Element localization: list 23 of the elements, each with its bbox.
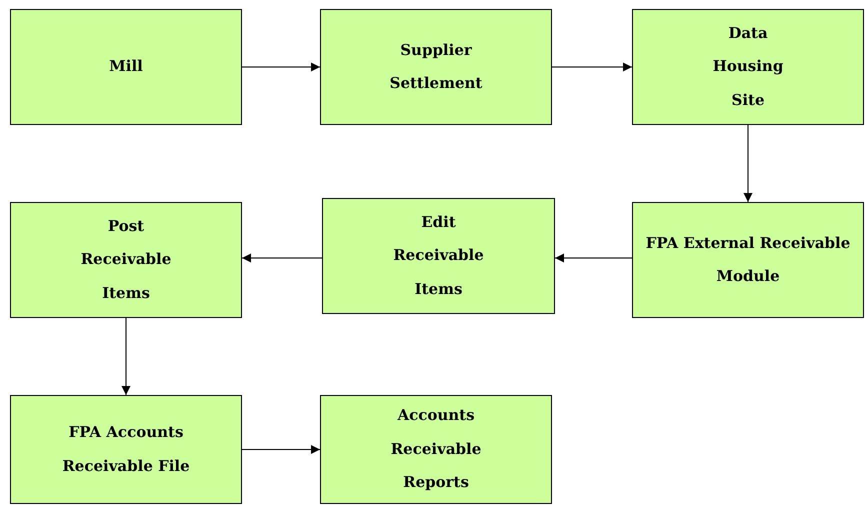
arrow (242, 62, 320, 72)
process-box (632, 202, 864, 318)
process-box (322, 198, 555, 314)
arrow (552, 62, 632, 72)
box-label: FPA External Receivable Module (644, 232, 852, 287)
process-box (10, 202, 242, 318)
arrow (242, 254, 322, 262)
arrow (122, 318, 130, 396)
arrow (242, 445, 320, 454)
arrow (554, 254, 632, 262)
arrow (744, 124, 752, 202)
box-label: Edit Receivable Items (392, 212, 485, 300)
process-box (320, 395, 552, 504)
box-label: Data Housing Site (712, 22, 784, 111)
box-label: Supplier Settlement (388, 40, 484, 94)
box-label: Accounts Receivable Reports (390, 405, 482, 494)
process-box (10, 9, 242, 125)
box-label: Mill (108, 56, 144, 78)
box-label: Post Receivable Items (80, 216, 172, 304)
process-box (320, 9, 552, 125)
process-box (632, 9, 864, 125)
process-box (10, 395, 242, 504)
box-label: FPA Accounts Receivable File (61, 422, 191, 476)
